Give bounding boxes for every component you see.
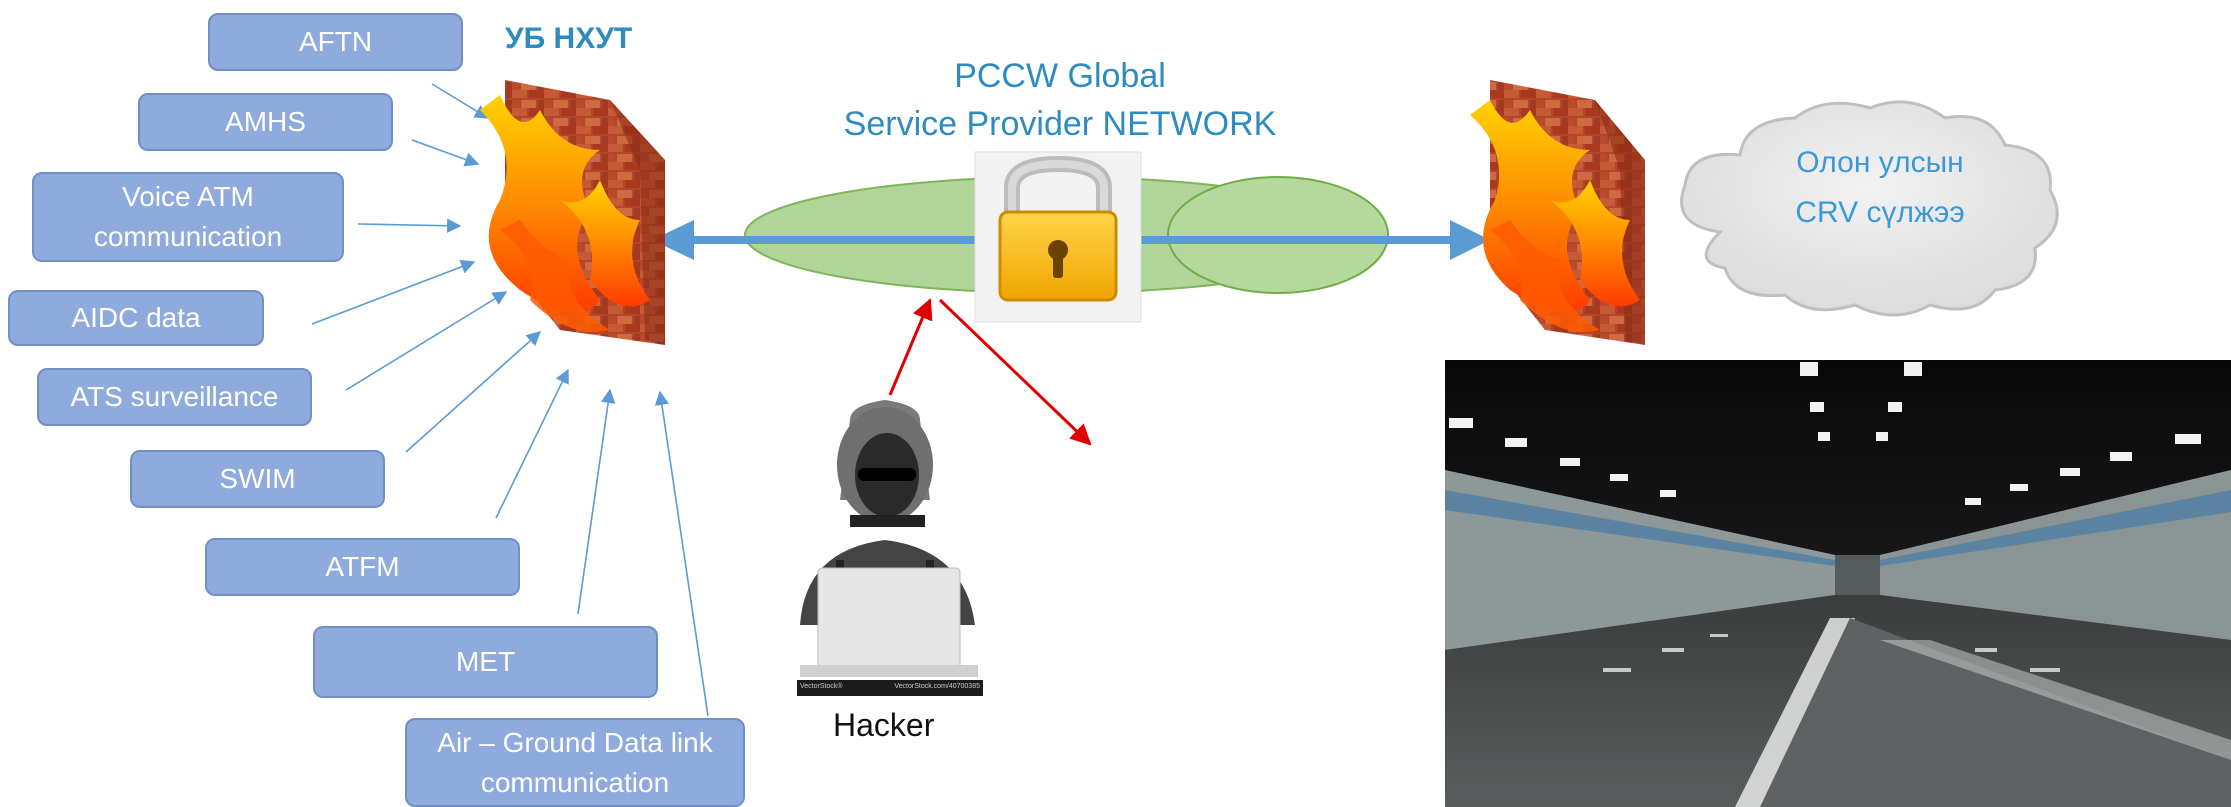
service-label: communication bbox=[480, 766, 670, 798]
hacker-label: Hacker bbox=[833, 707, 935, 743]
cloud-label: Олон улсын CRV сүлжээ bbox=[1715, 138, 2045, 238]
service-label: ATS surveillance bbox=[70, 381, 279, 412]
service-box-ats-surveillance: ATS surveillance bbox=[37, 368, 312, 426]
service-label: ATFM bbox=[325, 551, 400, 582]
hacker-watermark: VectorStock® VectorStock.com/40700385 bbox=[800, 683, 980, 690]
service-box-air-ground-datalink: Air – Ground Data link communication bbox=[405, 718, 745, 807]
provider-title-line2: Service Provider NETWORK bbox=[843, 105, 1277, 143]
service-label: Voice ATM bbox=[122, 181, 254, 212]
firewall-icon bbox=[480, 80, 665, 345]
service-connectors bbox=[311, 83, 709, 717]
service-box-amhs: AMHS bbox=[138, 93, 393, 151]
provider-title: PCCW Global Service Provider NETWORK bbox=[800, 52, 1320, 148]
cloud-label-line1: Олон улсын bbox=[1796, 146, 1964, 179]
service-box-atfm: ATFM bbox=[205, 538, 520, 596]
site-label: УБ НХУТ bbox=[505, 22, 633, 55]
service-box-voice-atm: Voice ATM communication bbox=[32, 172, 344, 262]
cloud-label-line2: CRV сүлжээ bbox=[1795, 196, 1965, 229]
service-box-aidc: AIDC data bbox=[8, 290, 264, 346]
service-label: SWIM bbox=[219, 463, 296, 494]
service-box-aftn: AFTN bbox=[208, 13, 463, 71]
service-label: communication bbox=[93, 221, 283, 252]
service-label: AIDC data bbox=[71, 302, 201, 333]
hacker-icon bbox=[797, 400, 983, 696]
provider-title-line1: PCCW Global bbox=[954, 57, 1166, 95]
firewall-icon bbox=[1470, 80, 1645, 345]
service-label: MET bbox=[455, 646, 516, 677]
watermark-brand: VectorStock® bbox=[800, 683, 843, 690]
watermark-url: VectorStock.com/40700385 bbox=[894, 683, 980, 690]
cloud-icon bbox=[1680, 100, 2059, 317]
tunnel-photo bbox=[1445, 360, 2231, 807]
padlock-icon bbox=[974, 151, 1142, 323]
service-box-swim: SWIM bbox=[130, 450, 385, 508]
service-label: AFTN bbox=[298, 26, 373, 57]
service-box-met: MET bbox=[313, 626, 658, 698]
service-label: Air – Ground Data link bbox=[437, 726, 713, 758]
service-label: AMHS bbox=[225, 106, 306, 137]
attack-arrows bbox=[888, 298, 1092, 446]
